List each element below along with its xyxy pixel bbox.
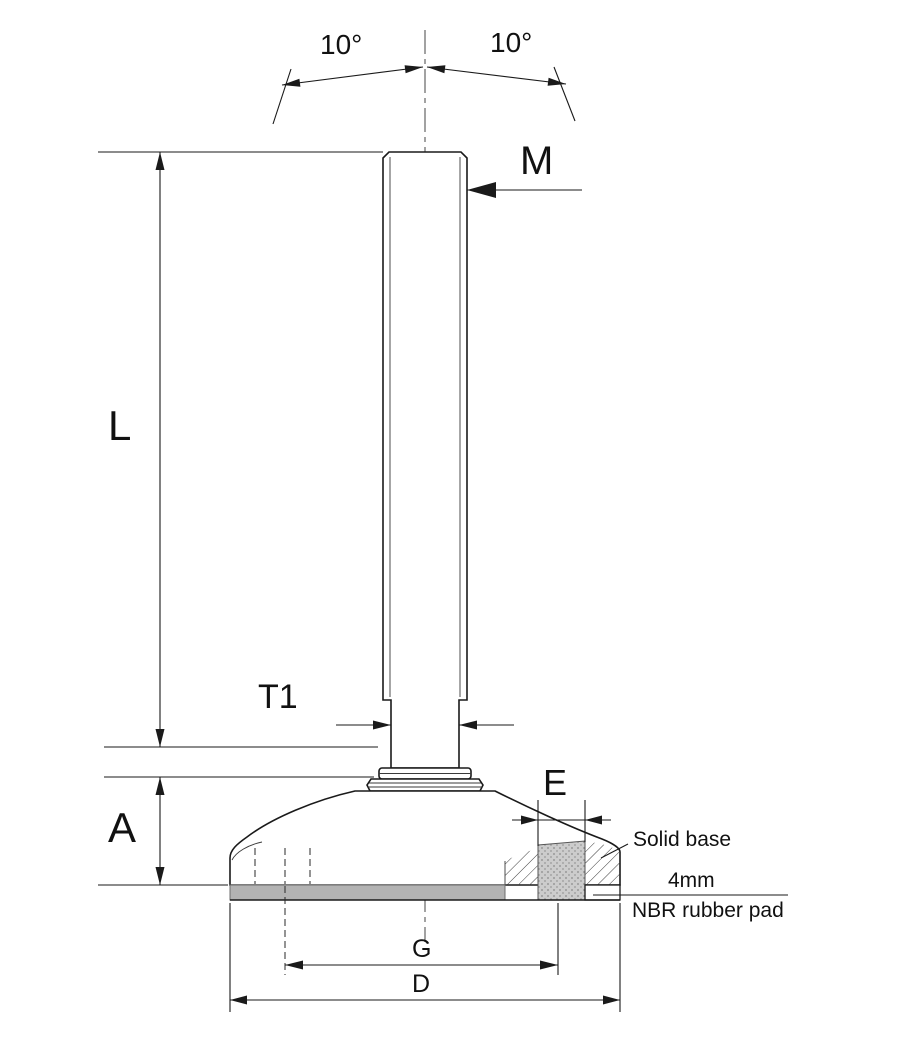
arrow bbox=[459, 720, 477, 730]
label-M: M bbox=[520, 139, 553, 183]
stem-collar bbox=[378, 767, 472, 780]
arrow bbox=[282, 78, 301, 87]
arrow bbox=[585, 815, 602, 825]
arrow bbox=[540, 960, 558, 970]
label-angle-left: 10° bbox=[320, 29, 362, 60]
arrow bbox=[373, 720, 391, 730]
stem-outline bbox=[382, 151, 468, 769]
arrow bbox=[285, 960, 303, 970]
dim-L-A: L A bbox=[98, 151, 383, 886]
arrow bbox=[467, 182, 496, 198]
label-E: E bbox=[543, 762, 567, 803]
angle-dimline-right bbox=[426, 66, 567, 85]
dim-T1: T1 bbox=[258, 678, 514, 730]
arrow bbox=[155, 729, 165, 747]
label-solid-base: Solid base bbox=[633, 828, 731, 851]
arrow bbox=[404, 65, 423, 74]
stem-flange bbox=[366, 778, 484, 792]
rubber-pad-group bbox=[229, 840, 621, 901]
arrow bbox=[521, 815, 538, 825]
arrow bbox=[155, 867, 165, 885]
note-rubber-pad: 4mm NBR rubber pad bbox=[593, 869, 788, 922]
solid-base-leader bbox=[600, 843, 629, 859]
arrow bbox=[155, 777, 165, 795]
hidden-hole-lines bbox=[254, 848, 311, 884]
arrow bbox=[547, 77, 566, 86]
arrow bbox=[230, 995, 247, 1005]
label-A: A bbox=[108, 804, 136, 851]
label-L: L bbox=[108, 402, 131, 449]
angle-tick-right bbox=[553, 66, 576, 122]
flange-outline bbox=[366, 778, 484, 792]
note-solid-base: Solid base bbox=[600, 828, 731, 859]
label-T1: T1 bbox=[258, 678, 298, 716]
rubber-pad bbox=[229, 884, 506, 901]
arrow bbox=[427, 65, 446, 74]
label-G: G bbox=[412, 935, 431, 963]
rubber-groove bbox=[537, 840, 586, 901]
angle-dimline-left bbox=[281, 66, 424, 86]
threaded-stem bbox=[382, 151, 468, 769]
label-angle-right: 10° bbox=[490, 27, 532, 58]
dim-M: M bbox=[467, 139, 582, 198]
dim-E: E bbox=[512, 762, 611, 846]
label-pad-thickness: 4mm bbox=[668, 869, 715, 892]
arrow bbox=[155, 152, 165, 170]
label-D: D bbox=[412, 970, 430, 998]
dim-angle: 10° 10° bbox=[272, 27, 576, 125]
dim-D: D bbox=[229, 903, 621, 1012]
pad-step bbox=[584, 884, 621, 901]
arrow bbox=[603, 995, 620, 1005]
base-rim-arc bbox=[231, 841, 263, 861]
label-pad-material: NBR rubber pad bbox=[632, 899, 784, 922]
angle-tick-left bbox=[272, 68, 292, 125]
dim-G: G bbox=[284, 886, 559, 975]
